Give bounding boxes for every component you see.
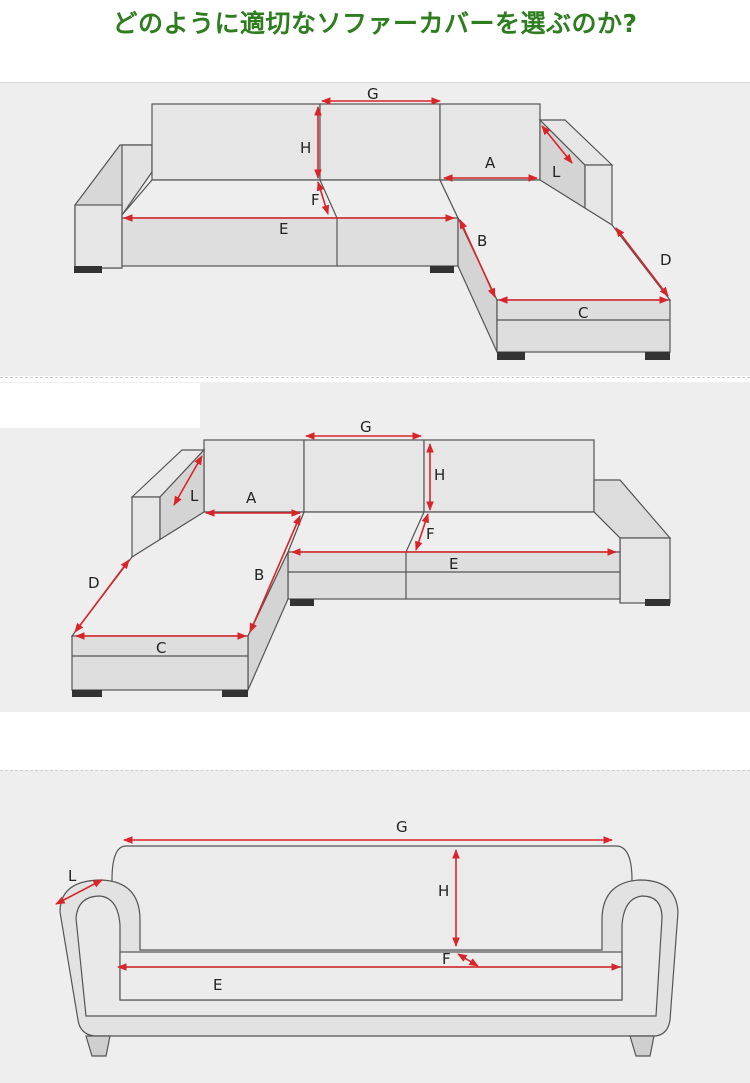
sectional-right-drawing [74, 103, 672, 360]
sectional-left-measures [74, 432, 617, 640]
label-C: C [578, 304, 588, 322]
three-seat-sofa-labels: G H F E L [68, 818, 451, 994]
measure-F [316, 181, 330, 215]
label-E: E [449, 555, 458, 573]
label-D: D [660, 251, 672, 269]
page-title: どのように適切なソファーカバーを選ぶのか? [112, 9, 638, 38]
measure-D [615, 227, 669, 297]
sectional-right-labels: G H F E A L B C D [279, 85, 672, 322]
sectional-right-measures [123, 97, 669, 304]
panel-notch [0, 383, 200, 428]
label-C: C [156, 639, 166, 657]
label-A: A [485, 154, 496, 172]
measure-F [415, 513, 429, 551]
label-G: G [360, 418, 372, 436]
label-G: G [367, 85, 379, 103]
label-L: L [190, 487, 199, 505]
label-L: L [552, 163, 561, 181]
sectional-left-labels: G H F E A L B C D [88, 418, 458, 657]
label-F: F [442, 950, 451, 968]
label-E: E [213, 976, 222, 994]
label-B: B [477, 232, 487, 250]
measure-L [173, 455, 203, 506]
label-F: F [311, 191, 320, 209]
label-H: H [300, 139, 311, 157]
label-B: B [254, 566, 264, 584]
measure-D [74, 559, 130, 633]
measure-L [55, 879, 103, 905]
label-A: A [246, 489, 257, 507]
measure-B [459, 219, 496, 298]
three-seat-sofa-measures [55, 836, 621, 971]
measure-B [249, 515, 301, 633]
label-G: G [396, 818, 408, 836]
three-seat-sofa-drawing [59, 845, 679, 1057]
measure-L [541, 125, 573, 164]
label-H: H [438, 882, 449, 900]
label-F: F [426, 525, 435, 543]
divider [0, 377, 750, 378]
label-D: D [88, 574, 100, 592]
label-E: E [279, 220, 288, 238]
label-H: H [434, 466, 445, 484]
sectional-left-drawing [70, 439, 672, 697]
label-L: L [68, 867, 77, 885]
